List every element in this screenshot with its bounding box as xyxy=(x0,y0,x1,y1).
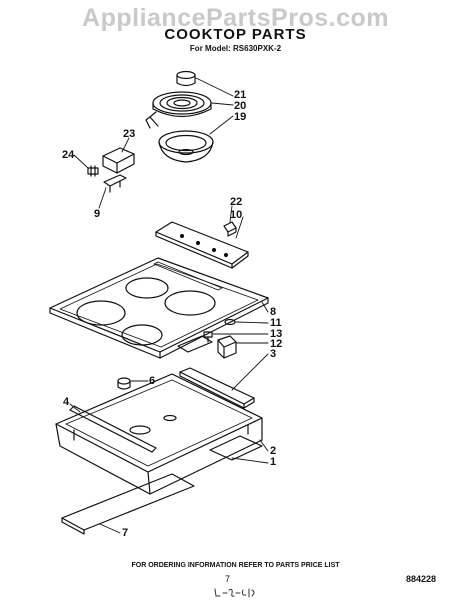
callout-1: 1 xyxy=(270,456,277,468)
callout-8: 8 xyxy=(270,306,277,318)
part-9-bracket xyxy=(103,174,127,193)
callout-24: 24 xyxy=(62,149,75,161)
model-subtitle: For Model: RS630PXK-2 xyxy=(189,44,282,53)
part-12-switch xyxy=(177,335,237,359)
callout-6: 6 xyxy=(149,375,156,387)
leader-lines xyxy=(69,77,269,534)
callout-20: 20 xyxy=(234,100,247,112)
part-7-bottom-shield xyxy=(61,473,195,535)
part-21-knob xyxy=(176,70,196,87)
part-20-surface-element xyxy=(145,91,212,129)
callout-21: 21 xyxy=(234,89,247,101)
part-22-indicator-light xyxy=(223,221,237,237)
callout-3: 3 xyxy=(270,348,277,360)
part-23-receptacle xyxy=(102,147,135,174)
part-1-burner-box xyxy=(55,373,263,495)
callout-9: 9 xyxy=(94,208,101,220)
handwritten-mark xyxy=(214,588,255,598)
part-3-rear-bracket xyxy=(179,367,255,409)
callout-10: 10 xyxy=(230,209,243,221)
part-6-grommet xyxy=(117,377,131,390)
callout-7: 7 xyxy=(122,527,129,539)
part-10-control-panel xyxy=(155,221,249,269)
part-8-cooktop xyxy=(49,257,269,359)
callout-2: 2 xyxy=(270,445,277,457)
callout-19: 19 xyxy=(234,111,247,123)
callout-23: 23 xyxy=(123,128,136,140)
part-19-drip-bowl xyxy=(158,130,214,163)
callout-13: 13 xyxy=(270,328,283,340)
watermark: AppliancePartsPros.com xyxy=(82,4,389,32)
page-title: COOKTOP PARTS xyxy=(164,26,307,43)
ordering-note: FOR ORDERING INFORMATION REFER TO PARTS … xyxy=(131,562,340,569)
part-11-clip xyxy=(224,318,236,326)
part-24-terminal xyxy=(87,165,99,177)
document-number: 884228 xyxy=(406,574,437,584)
page-number: 7 xyxy=(225,574,231,584)
callout-11: 11 xyxy=(270,317,282,329)
callout-4: 4 xyxy=(63,396,70,408)
callout-12: 12 xyxy=(270,338,283,350)
callout-22: 22 xyxy=(230,196,243,208)
